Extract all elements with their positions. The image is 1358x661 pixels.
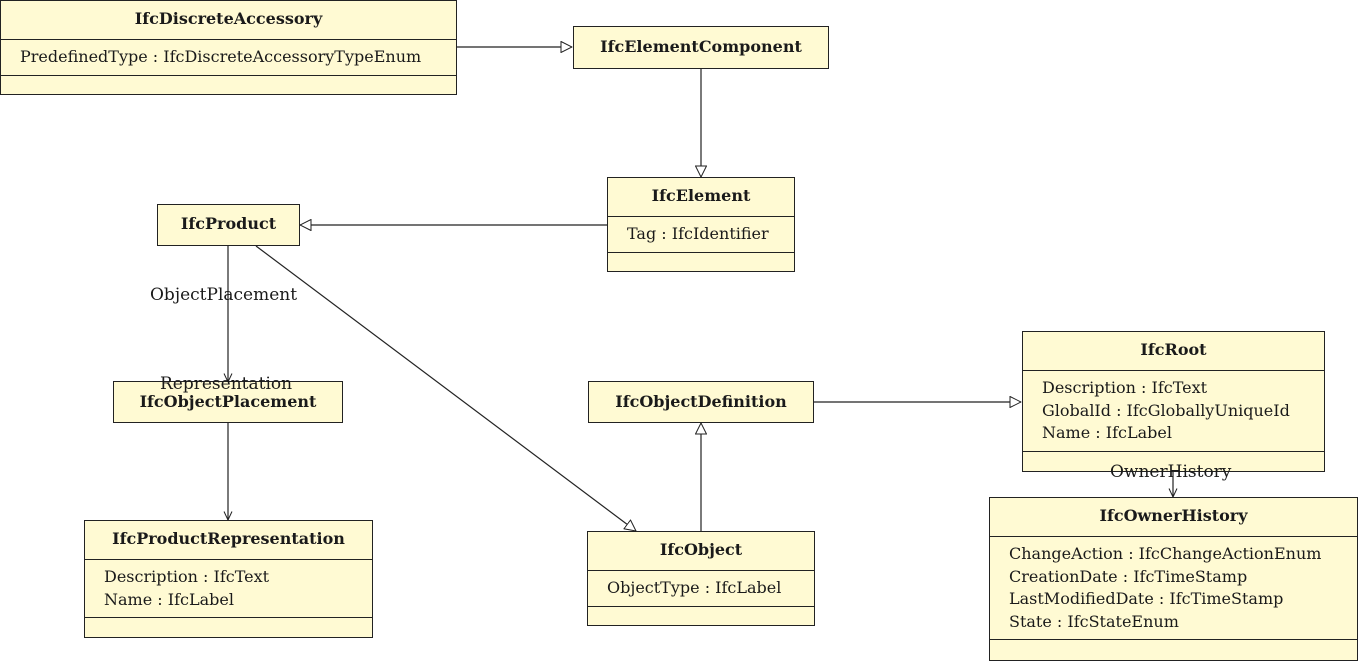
- attribute: Description : IfcText: [1042, 378, 1208, 397]
- class-name: IfcObjectDefinition: [615, 392, 787, 411]
- class-name: IfcDiscreteAccessory: [134, 9, 323, 28]
- attribute-list: ObjectType : IfcLabel: [588, 570, 814, 606]
- class-ifc-object: IfcObject ObjectType : IfcLabel: [587, 531, 815, 626]
- operations-section: [1, 74, 456, 93]
- class-name: IfcElementComponent: [600, 37, 802, 56]
- attribute-list: ChangeAction : IfcChangeActionEnum Creat…: [990, 536, 1357, 639]
- attribute: GlobalId : IfcGloballyUniqueId: [1042, 400, 1290, 420]
- class-name: IfcProduct: [180, 214, 277, 233]
- operations-section: [608, 251, 794, 270]
- attribute: ChangeAction : IfcChangeActionEnum: [1009, 544, 1322, 563]
- attribute: ObjectType : IfcLabel: [607, 578, 782, 597]
- class-name: IfcObject: [659, 540, 743, 559]
- class-name: IfcOwnerHistory: [1099, 506, 1248, 525]
- operations-section: [1023, 450, 1324, 469]
- generalization-product-to-object: [255, 245, 636, 531]
- class-ifc-discrete-accessory: IfcDiscreteAccessory PredefinedType : If…: [0, 0, 457, 95]
- class-name: IfcRoot: [1140, 340, 1207, 359]
- attribute: Description : IfcText: [104, 567, 270, 586]
- operations-section: [588, 605, 814, 624]
- attribute: PredefinedType : IfcDiscreteAccessoryTyp…: [20, 47, 422, 66]
- operations-section: [85, 617, 372, 635]
- class-ifc-owner-history: IfcOwnerHistory ChangeAction : IfcChange…: [989, 497, 1358, 661]
- class-ifc-object-placement: IfcObjectPlacement: [113, 381, 343, 423]
- class-name: IfcElement: [651, 186, 751, 205]
- attribute: Name : IfcLabel: [104, 589, 234, 609]
- association-label-owner-history: OwnerHistory: [1110, 462, 1232, 482]
- attribute: Tag : IfcIdentifier: [627, 224, 769, 243]
- association-label-representation: Representation: [160, 374, 293, 394]
- class-ifc-product: IfcProduct: [157, 204, 300, 246]
- class-ifc-root: IfcRoot Description : IfcText GlobalId :…: [1022, 331, 1325, 472]
- attribute-list: Tag : IfcIdentifier: [608, 216, 794, 252]
- attribute: State : IfcStateEnum: [1009, 611, 1179, 631]
- class-name: IfcObjectPlacement: [139, 392, 317, 411]
- class-ifc-element-component: IfcElementComponent: [573, 26, 829, 69]
- class-name: IfcProductRepresentation: [112, 529, 345, 548]
- class-ifc-object-definition: IfcObjectDefinition: [588, 381, 814, 423]
- attribute: Name : IfcLabel: [1042, 423, 1172, 443]
- operations-section: [990, 639, 1357, 657]
- attribute: CreationDate : IfcTimeStamp: [1009, 566, 1248, 586]
- class-ifc-element: IfcElement Tag : IfcIdentifier: [607, 177, 795, 272]
- attribute-list: Description : IfcText GlobalId : IfcGlob…: [1023, 370, 1324, 451]
- attribute-list: PredefinedType : IfcDiscreteAccessoryTyp…: [1, 39, 456, 75]
- attribute: LastModifiedDate : IfcTimeStamp: [1009, 589, 1284, 609]
- attribute-list: Description : IfcText Name : IfcLabel: [85, 559, 372, 617]
- class-ifc-product-representation: IfcProductRepresentation Description : I…: [84, 520, 373, 638]
- association-label-object-placement: ObjectPlacement: [150, 285, 298, 305]
